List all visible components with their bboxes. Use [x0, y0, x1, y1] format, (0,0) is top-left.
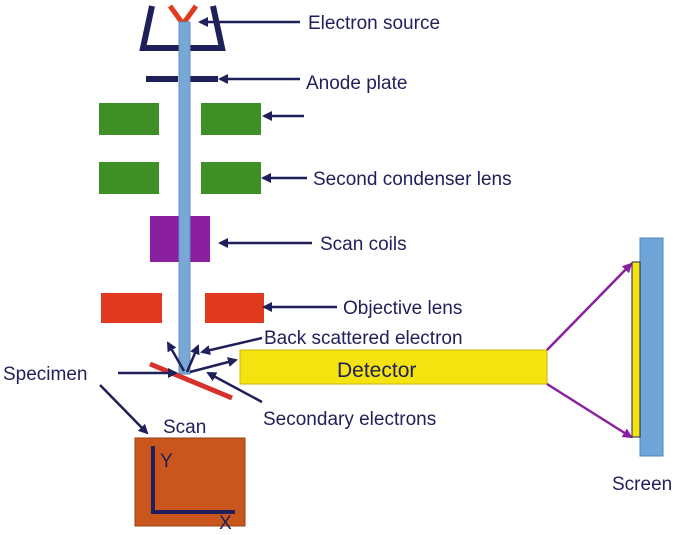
electron-beam	[178, 21, 191, 375]
signal-line-top	[546, 262, 633, 351]
secondary-arrow-to-detector	[189, 357, 238, 374]
anode-plate-right	[188, 76, 218, 82]
detector-box	[239, 349, 548, 385]
secondary-electrons-arrow	[206, 371, 263, 404]
objective-lens-left	[101, 293, 162, 323]
anode-plate-label: Anode plate	[306, 73, 407, 94]
back-scattered-label: Back scattered electron	[264, 328, 463, 349]
signal-line-bottom	[546, 382, 633, 439]
detector-label: Detector	[337, 359, 416, 382]
specimen-to-scan-arrow	[99, 384, 149, 435]
axis-y-label: Y	[160, 451, 173, 472]
first-condenser-lens-left	[99, 103, 159, 135]
specimen-slab	[149, 361, 233, 401]
first-condenser-lens-right	[201, 103, 261, 135]
screen-panel	[639, 237, 664, 457]
scan-axes	[151, 446, 235, 514]
screen-label: Screen	[612, 474, 672, 495]
second-condenser-label: Second condenser lens	[313, 169, 512, 190]
electron-source-filament	[167, 4, 199, 29]
axis-x-label: X	[219, 513, 232, 534]
screen-phosphor	[631, 261, 641, 438]
back-scattered-arrow-2	[185, 344, 200, 373]
electron-source-label: Electron source	[308, 13, 440, 34]
back-scattered-arrow-1	[166, 341, 186, 372]
objective-lens-label: Objective lens	[343, 298, 462, 319]
objective-lens-right	[205, 293, 264, 323]
scan-label: Scan	[163, 417, 206, 438]
back-scattered-arrow-label	[200, 336, 263, 356]
second-condenser-lens-left	[99, 162, 159, 194]
specimen-label: Specimen	[3, 364, 88, 385]
anode-plate-left	[146, 76, 178, 82]
secondary-electrons-label: Secondary electrons	[263, 409, 436, 430]
scan-coils-label: Scan coils	[320, 234, 407, 255]
second-condenser-lens-right	[201, 162, 261, 194]
